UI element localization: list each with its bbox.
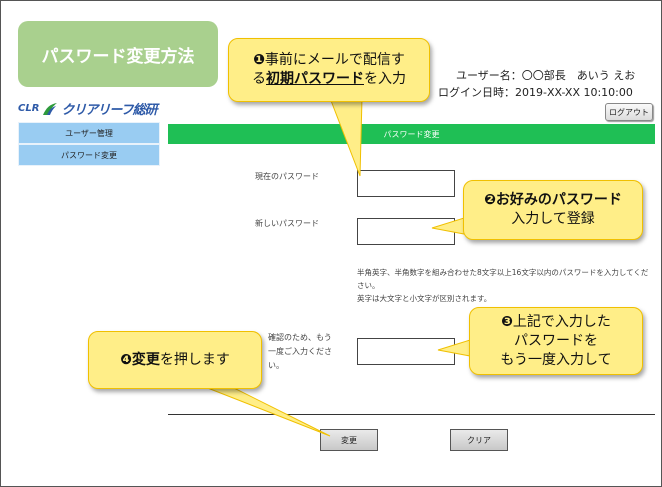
confirm-password-input[interactable]: [357, 338, 455, 365]
page-title: パスワード変更方法: [18, 21, 218, 87]
new-password-input[interactable]: [357, 218, 455, 245]
leaf-icon: [43, 102, 58, 115]
logo-prefix: CLR: [18, 103, 40, 114]
callout-3-line3: もう一度入力して: [500, 351, 612, 368]
password-rules-text: 半角英字、半角数字を組み合わせた8文字以上16文字以内のパスワードを入力してくだ…: [357, 266, 655, 305]
current-password-label: 現在のパスワード: [255, 172, 319, 181]
callout-2-line2: 入力して登録: [511, 211, 595, 227]
callout-2: ❷お好みのパスワード 入力して登録: [463, 180, 643, 240]
section-heading: パスワード変更: [168, 124, 655, 144]
divider: [168, 414, 655, 415]
current-password-input[interactable]: [357, 170, 455, 197]
callout-3: ❸上記で入力した パスワードを もう一度入力して: [469, 307, 643, 375]
callout-2-line1: ❷お好みのパスワード: [484, 192, 622, 208]
new-password-label: 新しいパスワード: [255, 219, 319, 228]
callout-4: ❹変更を押します: [88, 331, 262, 389]
callout-3-line1: ❸上記で入力した: [501, 313, 611, 330]
callout-4-line1: ❹変更を押します: [120, 351, 230, 368]
callout-4-pointer: [199, 384, 331, 437]
logo: CLR クリアリーフ総研: [18, 99, 158, 118]
login-time-label: ログイン日時：2019-XX-XX 10:10:00: [438, 86, 633, 99]
confirm-password-label: 確認のため、もう一度ご入力ください。: [268, 333, 332, 370]
callout-1-line1: ❶事前にメールで配信す: [253, 52, 405, 68]
password-rules-line1: 半角英字、半角数字を組み合わせた8文字以上16文字以内のパスワードを入力してくだ…: [357, 268, 649, 290]
password-rules-line2: 英字は大文字と小文字が区別されます。: [357, 294, 492, 303]
logout-button[interactable]: ログアウト: [605, 103, 653, 121]
logo-name: クリアリーフ総研: [61, 103, 157, 118]
callout-1: ❶事前にメールで配信す る初期パスワードを入力: [228, 38, 430, 102]
callout-3-pointer: [437, 339, 471, 357]
user-name-label: ユーザー名：〇〇部長 あいう えお: [456, 69, 636, 82]
sidebar-item-user-management[interactable]: ユーザー管理: [18, 122, 160, 144]
sidebar-item-password-change[interactable]: パスワード変更: [18, 144, 160, 166]
callout-1-line2: る初期パスワードを入力: [252, 71, 406, 87]
callout-1-pointer: [329, 97, 363, 177]
submit-button[interactable]: 変更: [320, 429, 378, 451]
clear-button[interactable]: クリア: [450, 429, 508, 451]
callout-2-pointer: [431, 217, 465, 235]
callout-3-line2: パスワードを: [514, 332, 598, 349]
